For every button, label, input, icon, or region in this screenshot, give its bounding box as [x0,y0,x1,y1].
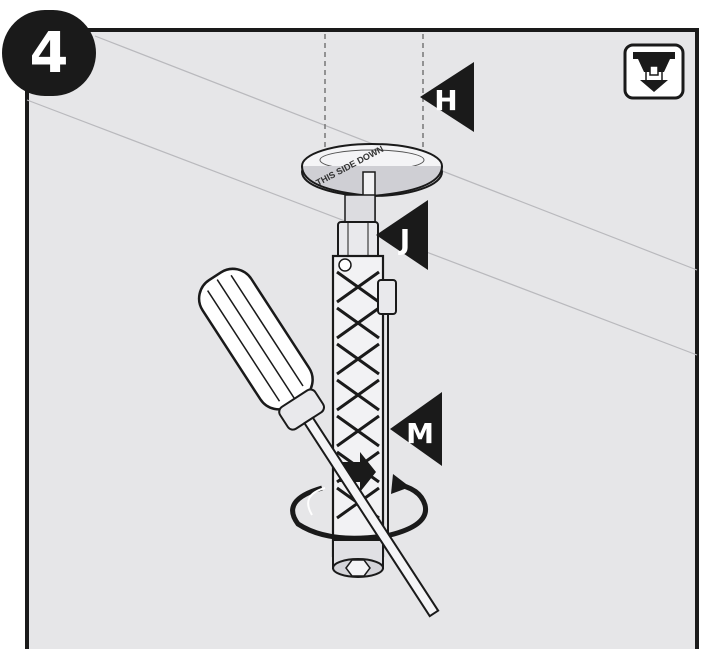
step-number: 4 [29,20,69,86]
ghost-tube-outline [324,34,424,148]
callout-j-label: J [398,223,410,256]
callout-m-label: M [406,417,434,450]
set-screw-housing [377,279,397,315]
callout-m: M [390,392,442,466]
callout-j: J [376,200,428,270]
set-screw-hole [338,258,352,272]
screwdriver-icon [197,267,440,618]
ceiling-mount-down-icon [623,43,685,100]
callout-h: H [420,62,474,132]
coupling-nut [337,221,379,259]
step-number-badge: 4 [2,10,96,96]
hex-nut [332,539,384,578]
callout-h-label: H [434,84,457,117]
